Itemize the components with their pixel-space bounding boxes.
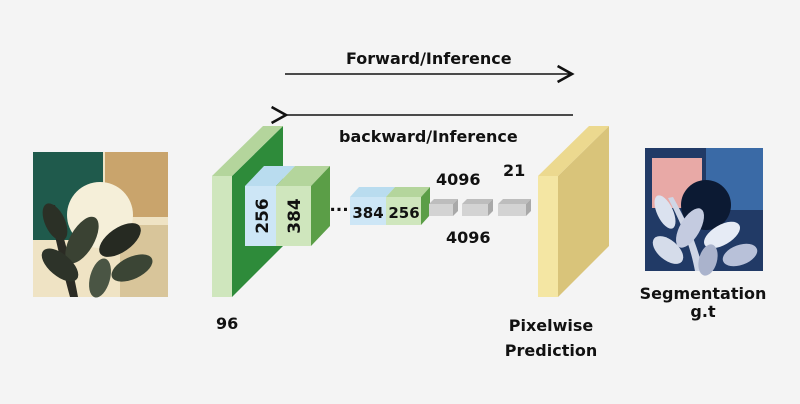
pixelwise-prediction-block (538, 126, 609, 297)
fc-block-21 (498, 199, 531, 216)
fc-block-4096-b (462, 199, 493, 216)
conv-384-a-label: 384 (285, 198, 305, 234)
fc-block-4096-a (429, 199, 458, 216)
pixelwise-line2: Prediction (504, 340, 598, 360)
pixelwise-prediction-label: Pixelwise Prediction (496, 316, 606, 362)
segmentation-line2: g.t (690, 302, 716, 322)
fc-4096-top-label: 4096 (436, 170, 481, 189)
forward-label: Forward/Inference (346, 49, 512, 68)
conv-256-b-label: 256 (388, 204, 419, 222)
conv-block-384-b (350, 187, 395, 225)
conv-384-b-label: 384 (352, 204, 383, 222)
input-image (33, 152, 168, 298)
conv-256-a-label: 256 (253, 198, 273, 234)
pixelwise-line1: Pixelwise (508, 316, 594, 335)
ellipsis-label: ... (329, 196, 348, 216)
conv-block-256-b (386, 187, 430, 225)
segmentation-line1: Segmentation (639, 284, 767, 303)
segmentation-gt-label: Segmentation g.t (628, 284, 778, 322)
input-channels-label: 96 (216, 314, 239, 333)
conv-block-384-a (276, 166, 330, 246)
fc-21-label: 21 (503, 161, 526, 180)
backward-label: backward/Inference (339, 127, 518, 146)
fc-4096-bottom-label: 4096 (446, 228, 491, 247)
conv-block-256-a (245, 166, 295, 246)
segmentation-image (645, 148, 763, 276)
